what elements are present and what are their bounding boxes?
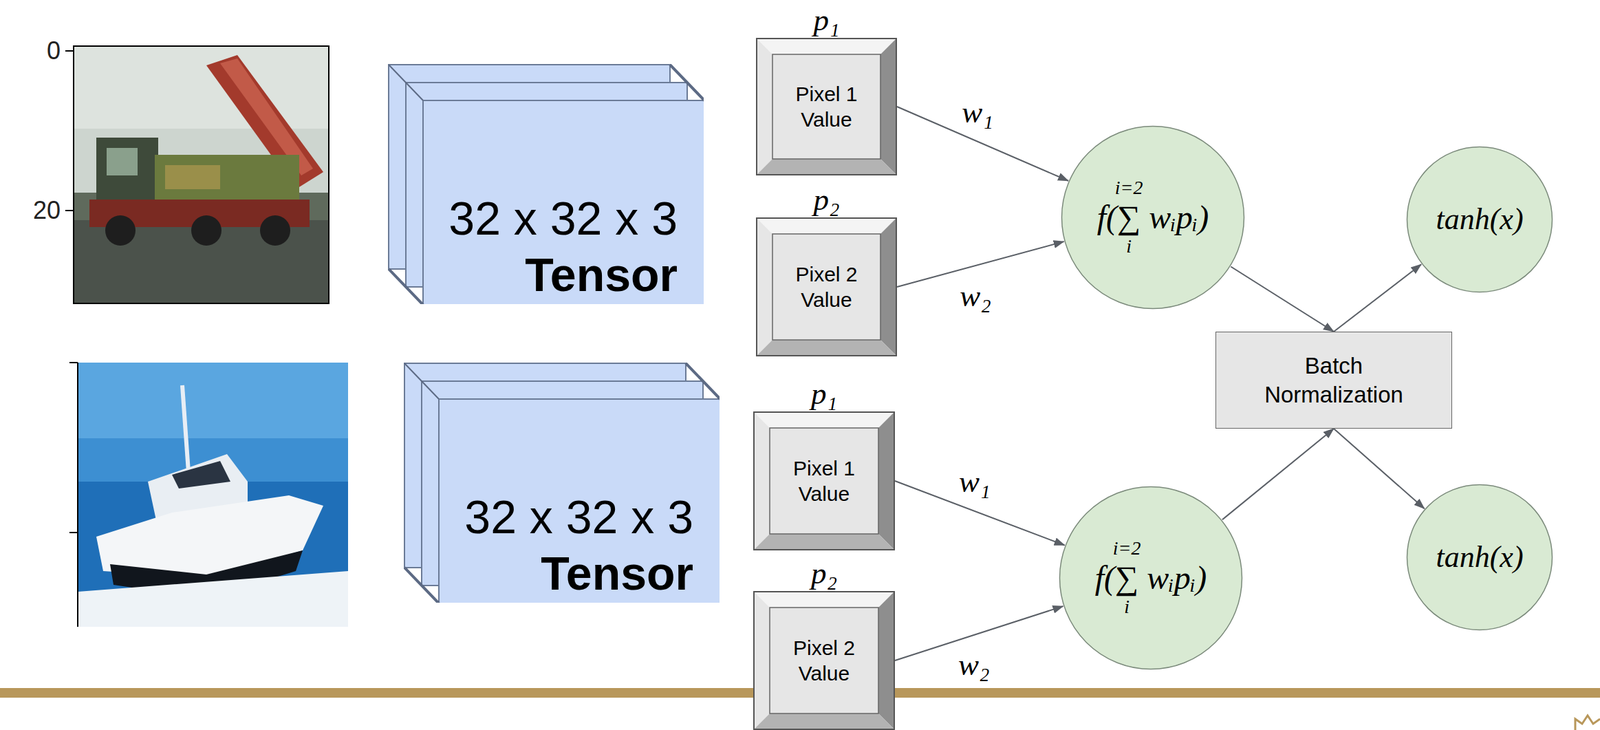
bevel [753,411,770,551]
sum-formula: f(∑ wᵢpᵢ) [1097,199,1210,236]
sum-limit: i=2 [1115,178,1144,198]
pixel-symbol: p₁ [753,378,895,410]
weight-label: w₁ [961,96,994,128]
pixel-box: p₁Pixel 1 Value [755,37,897,176]
bevel-frame [755,37,897,176]
bevel [880,217,897,357]
layer-edge [404,567,439,603]
bevel [755,217,773,357]
weight-label: w₂ [959,280,992,312]
bevel [755,339,897,357]
layer-edge [388,64,424,101]
bevel-frame [755,217,897,357]
bevel [880,37,897,176]
bevel-border [756,38,897,175]
sum-formula: f(∑ wᵢpᵢ) [1095,559,1208,597]
tensor-label: Tensor [540,549,694,597]
tensor-stack: 32 x 32 x 3 Tensor [403,362,720,603]
tensor-stack: 32 x 32 x 3 Tensor [387,63,704,305]
pixel-box: p₁Pixel 1 Value [753,411,895,551]
boat-image [69,362,349,627]
circle-outline [1060,487,1243,670]
circle-outline [1407,147,1553,293]
tensor-layer [438,398,720,603]
pixel-face: Pixel 1 Value [772,54,881,159]
layer-edge [404,363,439,399]
bevel [878,411,895,551]
connector [1230,266,1334,332]
circle-outline [1062,126,1245,309]
pixel-symbol: p₂ [755,184,897,216]
activation-node: tanh(x) [1406,145,1554,294]
circle-outline [1407,484,1553,631]
bevel [753,533,895,551]
sum-limit: i [1126,236,1132,256]
bevel [755,37,897,55]
bevel-face [772,54,881,159]
pixel-symbol: p₂ [753,557,895,589]
layer-edge [388,268,424,305]
connector [1333,428,1425,509]
axis-tick-label: 20 [33,198,61,223]
axis-tick-label: 0 [46,38,61,64]
bevel [878,590,895,730]
bevel-frame [753,590,895,730]
bevel [755,217,897,234]
bevel-face [772,233,881,340]
pixel-caption: Pixel 1 Value [779,455,869,507]
pixel-symbol: p₁ [755,4,897,36]
crest-logo [1575,715,1600,730]
bevel-border [756,218,897,356]
tensor-shape: 32 x 32 x 3 [448,194,678,242]
bevel-border [753,591,895,730]
sum-limit: i [1123,597,1130,617]
batchnorm-box: Batch Normalization [1215,331,1453,429]
connector [1222,428,1334,520]
pixel-face: Pixel 1 Value [769,427,879,534]
pixel-caption: Pixel 1 Value [782,81,872,133]
bevel [755,158,897,176]
bevel-face [769,427,879,534]
bevel [753,713,895,730]
bevel-frame [753,411,895,551]
bevel-border [753,412,895,550]
sum-neuron: i=2f(∑ wᵢpᵢ)i [1060,125,1246,310]
pixel-face: Pixel 2 Value [772,233,881,340]
layer-edge [669,64,704,101]
pixel-box: p₂Pixel 2 Value [753,590,895,730]
tensor-layer [423,100,704,305]
sum-neuron: i=2f(∑ wᵢpᵢ)i [1058,485,1243,670]
sum-limit: i=2 [1112,538,1142,558]
tensor-label: Tensor [524,251,678,298]
bevel-face [769,607,879,714]
bevel [753,590,770,730]
pixel-face: Pixel 2 Value [769,607,879,714]
truck-image [65,46,329,304]
bevel [753,411,895,428]
weight-label: w₁ [958,466,991,498]
weight-label: w₂ [958,649,990,681]
activation-label: tanh(x) [1435,540,1523,574]
bevel [755,37,773,176]
activation-node: tanh(x) [1406,483,1554,631]
tensor-shape: 32 x 32 x 3 [464,493,694,540]
pixel-caption: Pixel 2 Value [779,634,869,687]
batchnorm-label: Batch Normalization [1244,351,1424,409]
bevel [753,590,895,608]
activation-label: tanh(x) [1435,202,1523,236]
pixel-caption: Pixel 2 Value [782,261,872,313]
connector [1333,264,1422,332]
layer-edge [685,363,720,399]
pixel-box: p₂Pixel 2 Value [755,217,897,357]
